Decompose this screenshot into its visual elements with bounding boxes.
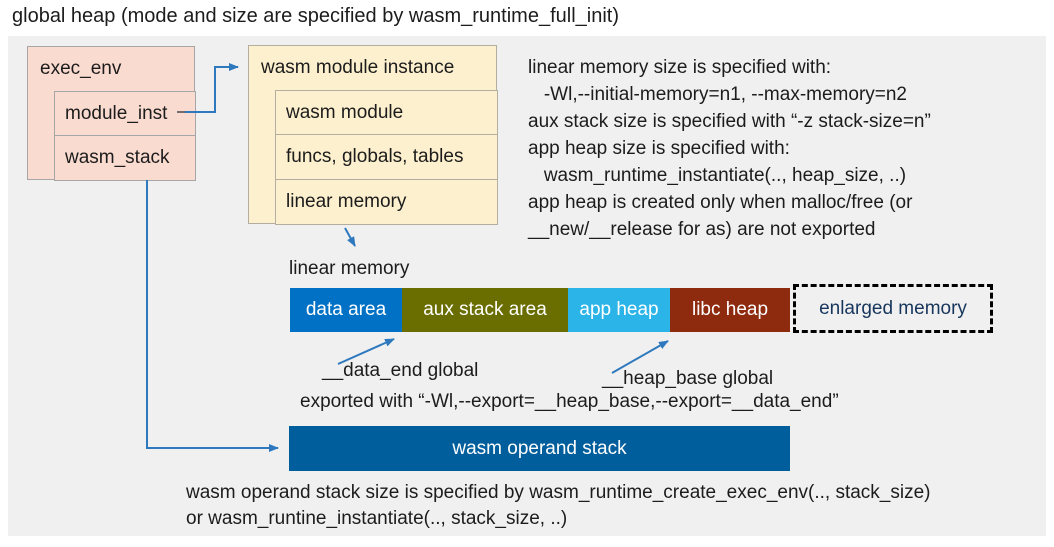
- heap-base-global-label: __heap_base global: [602, 368, 774, 389]
- export-line-label: exported with “-Wl,--export=__heap_base,…: [300, 391, 839, 412]
- data-end-global-label: __data_end global: [322, 360, 479, 381]
- module-instance-box: wasm module instance wasm module funcs, …: [248, 45, 498, 225]
- module-instance-row-linear-memory: linear memory: [275, 179, 498, 225]
- exec-env-box: exec_env module_inst wasm_stack: [27, 46, 196, 181]
- note-line: app heap is created only when malloc/fre…: [528, 192, 913, 213]
- linear-memory-label: linear memory: [289, 258, 410, 279]
- segment-enlarged-memory: enlarged memory: [793, 284, 993, 333]
- exec-env-title: exec_env: [40, 58, 122, 79]
- footer-line: wasm operand stack size is specified by …: [186, 482, 931, 503]
- diagram-title: global heap (mode and size are specified…: [12, 5, 619, 27]
- segment-libc-heap: libc heap: [670, 288, 790, 332]
- module-instance-title: wasm module instance: [261, 57, 455, 78]
- segment-data-area: data area: [290, 288, 402, 332]
- note-line: aux stack size is specified with “-z sta…: [528, 111, 931, 132]
- note-line: __new/__release for as) are not exported: [528, 219, 876, 240]
- note-line: -Wl,--initial-memory=n1, --max-memory=n2: [528, 84, 907, 105]
- footer-line: or wasm_runtine_instantiate(.., stack_si…: [186, 508, 568, 529]
- exec-env-row-wasm-stack: wasm_stack: [54, 135, 196, 181]
- wasm-operand-stack-bar: wasm operand stack: [289, 426, 790, 471]
- segment-aux-stack-area: aux stack area: [402, 288, 568, 332]
- module-instance-row-wasm-module: wasm module: [275, 90, 498, 135]
- note-line: linear memory size is specified with:: [528, 57, 832, 78]
- exec-env-row-module-inst: module_inst: [54, 91, 196, 136]
- note-line: wasm_runtime_instantiate(.., heap_size, …: [528, 165, 907, 186]
- module-instance-row-funcs-globals-tables: funcs, globals, tables: [275, 134, 498, 180]
- note-line: app heap size is specified with:: [528, 138, 790, 159]
- segment-app-heap: app heap: [568, 288, 670, 332]
